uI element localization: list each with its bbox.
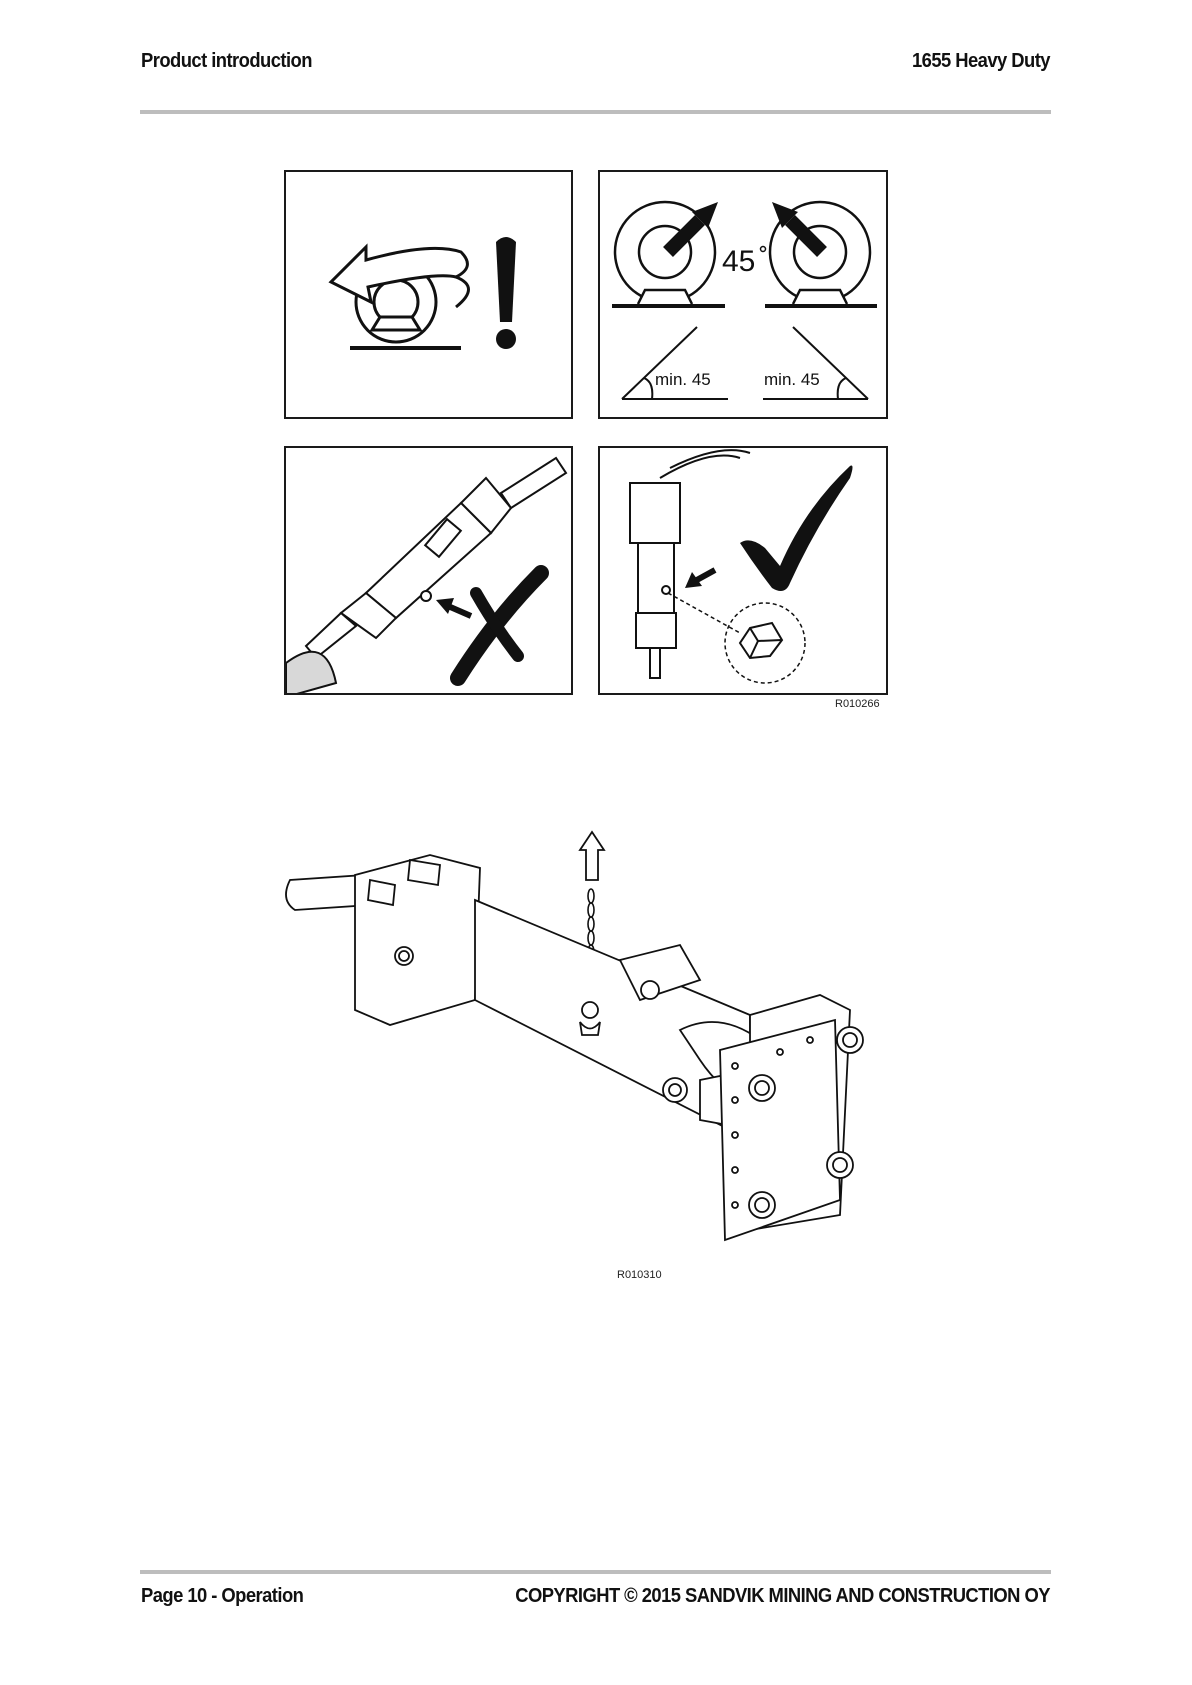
exclamation-icon — [496, 237, 516, 349]
panel-correct-lifting — [598, 446, 888, 695]
arrow-left-icon — [436, 598, 471, 616]
min-angle-left-label: min. 45 — [655, 370, 711, 389]
angle-label: 45 — [722, 245, 755, 278]
arrow-left-icon — [685, 570, 715, 588]
footer-page-number: Page 10 - Operation — [141, 1585, 303, 1608]
footer-copyright: COPYRIGHT © 2015 SANDVIK MINING AND CONS… — [515, 1585, 1050, 1608]
footer-rule — [140, 1570, 1051, 1574]
lifting-eye-icon — [582, 1002, 598, 1018]
panel-angle-limits: 45 min. 45 min. 45 — [598, 170, 888, 419]
rotate-arrow-icon — [331, 247, 469, 307]
page-footer: Page 10 - Operation COPYRIGHT © 2015 SAN… — [141, 1585, 1050, 1608]
cross-icon — [458, 573, 541, 678]
page-header: Product introduction 1655 Heavy Duty — [141, 50, 1050, 73]
panel-rotate-warning — [284, 170, 573, 419]
bolt-icon — [740, 623, 782, 658]
min-angle-right-label: min. 45 — [764, 370, 820, 389]
lifting-eye-figure: 45 min. 45 min. 45 — [284, 170, 888, 715]
hammer-lifting-figure: R010310 — [280, 830, 900, 1290]
lift-direction-arrow-icon — [578, 832, 604, 902]
hammer-tilted-illustration — [306, 458, 566, 658]
figure-code-1: R010266 — [835, 698, 880, 710]
figure-code-2: R010310 — [617, 1269, 662, 1281]
checkmark-icon — [740, 466, 853, 592]
header-section-title: Product introduction — [141, 50, 312, 73]
header-rule — [140, 110, 1051, 114]
panel-incorrect-lifting — [284, 446, 573, 695]
header-model-name: 1655 Heavy Duty — [912, 50, 1050, 73]
hammer-vertical-illustration — [630, 450, 750, 678]
